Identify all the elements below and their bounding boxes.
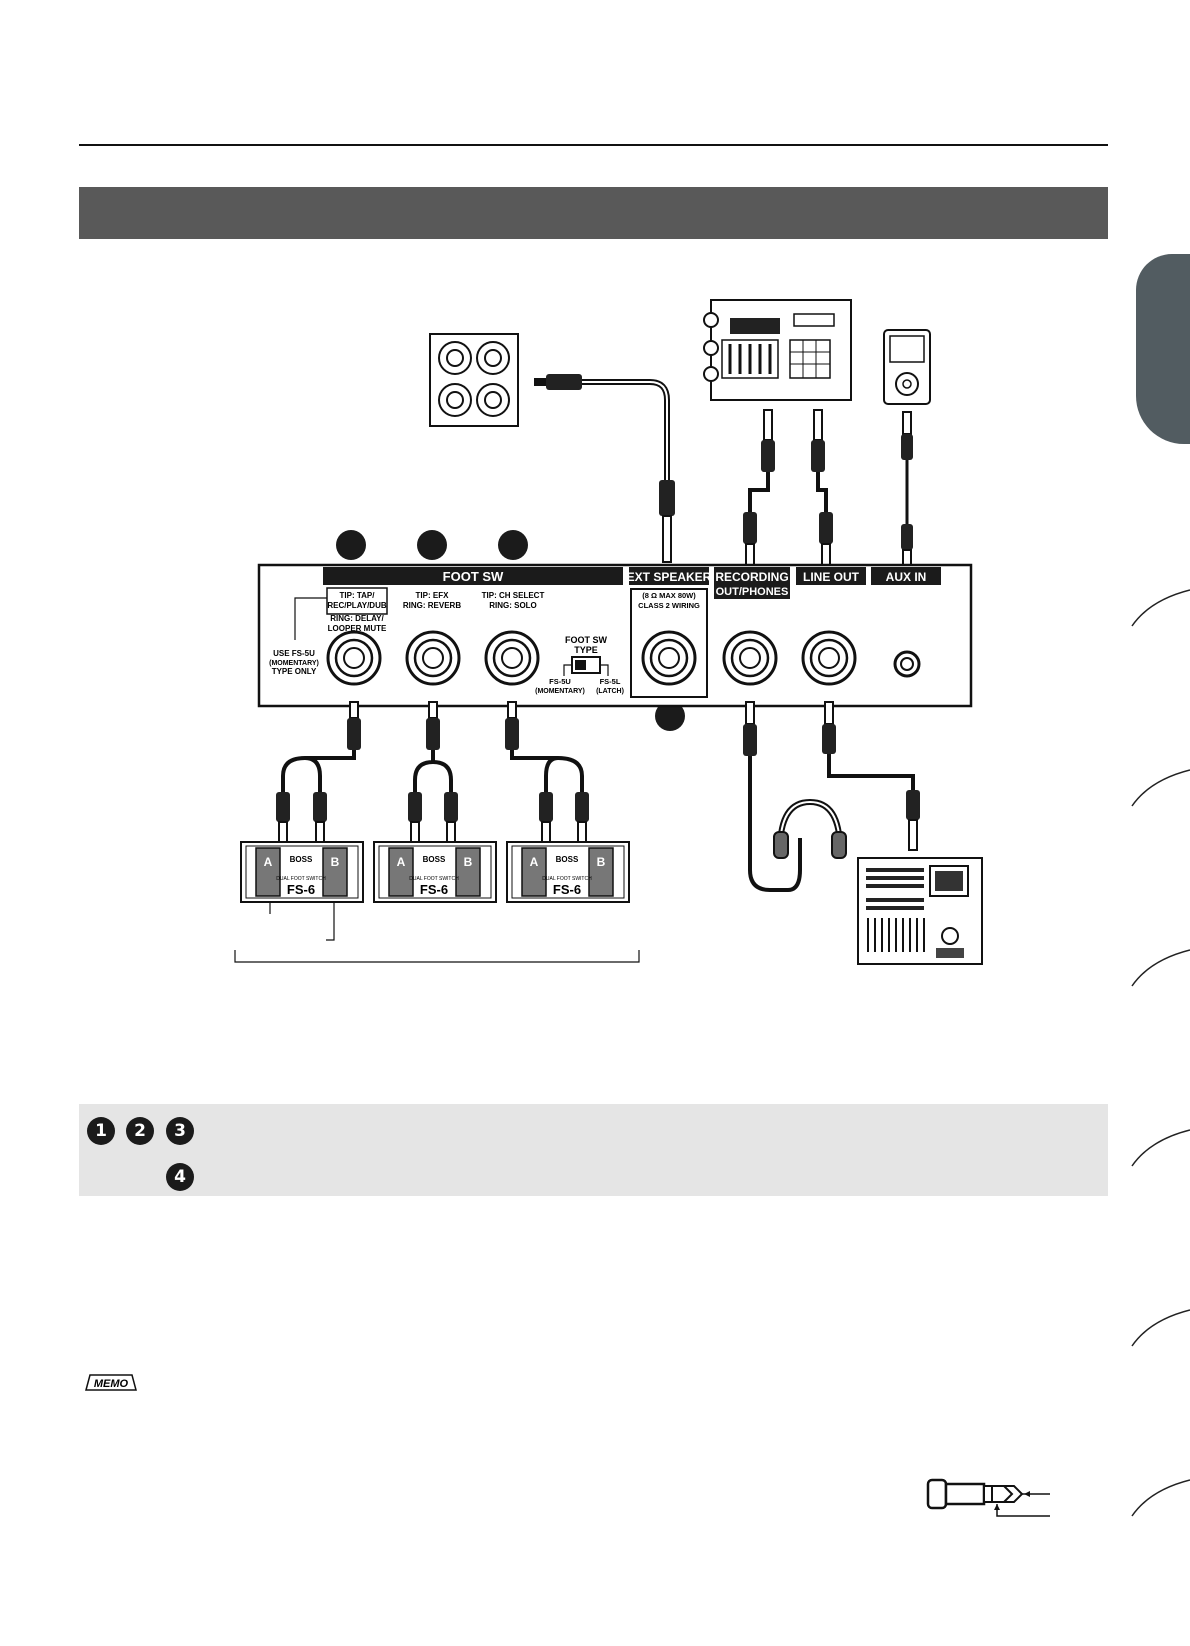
footswitch-cables xyxy=(276,701,589,843)
label-foot-sw: FOOT SW xyxy=(443,569,504,584)
svg-text:RING: SOLO: RING: SOLO xyxy=(489,601,537,610)
note-badge-2: 2 xyxy=(126,1117,154,1145)
svg-text:RING: REVERB: RING: REVERB xyxy=(403,601,461,610)
svg-text:FS-5L: FS-5L xyxy=(600,677,621,686)
svg-text:TIP: CH SELECT: TIP: CH SELECT xyxy=(482,591,545,600)
svg-text:B: B xyxy=(464,855,473,869)
svg-text:RING: DELAY/: RING: DELAY/ xyxy=(330,614,384,623)
label-ext-speaker: EXT SPEAKER xyxy=(627,570,712,584)
callout-1 xyxy=(336,530,366,560)
fs6-pedal-3: A B BOSS DUAL FOOT SWITCH FS-6 xyxy=(506,841,630,903)
svg-text:B: B xyxy=(331,855,340,869)
svg-text:BOSS: BOSS xyxy=(290,855,313,864)
speaker-cable xyxy=(534,374,675,563)
headphones-icon xyxy=(773,798,847,859)
label-recording: RECORDING xyxy=(715,570,788,584)
fs6-pedal-1: A B BOSS DUAL FOOT SWITCH FS-6 xyxy=(240,841,364,903)
svg-text:TYPE: TYPE xyxy=(574,645,598,655)
callout-5 xyxy=(655,701,685,731)
chapter-side-tab[interactable] xyxy=(1136,254,1190,444)
header-rule xyxy=(79,144,1108,146)
speaker-cabinet-icon xyxy=(429,333,519,427)
note-badge-3: 3 xyxy=(166,1117,194,1145)
svg-text:A: A xyxy=(397,855,406,869)
svg-text:DUAL FOOT SWITCH: DUAL FOOT SWITCH xyxy=(542,876,592,882)
svg-text:TIP: TAP/: TIP: TAP/ xyxy=(340,591,376,600)
label-aux-in: AUX IN xyxy=(886,570,927,584)
svg-text:TYPE ONLY: TYPE ONLY xyxy=(272,667,317,676)
svg-text:(MOMENTARY): (MOMENTARY) xyxy=(535,688,585,695)
line-out-cable xyxy=(822,701,920,851)
mixer-device-icon xyxy=(857,857,983,965)
svg-text:FOOT SW: FOOT SW xyxy=(565,635,607,645)
memo-label: MEMO xyxy=(94,1378,129,1390)
svg-text:TIP: EFX: TIP: EFX xyxy=(416,591,450,600)
svg-text:FS-6: FS-6 xyxy=(553,882,581,897)
recorder-cables xyxy=(743,409,833,569)
pedal-bracket xyxy=(234,950,640,963)
svg-text:DUAL FOOT SWITCH: DUAL FOOT SWITCH xyxy=(276,876,326,882)
callout-3 xyxy=(498,530,528,560)
connection-diagram: FOOT SW EXT SPEAKER RECORDING OUT/PHONES… xyxy=(234,299,983,965)
section-title-bar xyxy=(79,187,1108,239)
svg-text:USE FS-5U: USE FS-5U xyxy=(273,649,315,658)
recorder-device-icon xyxy=(703,299,852,401)
fs6-pedal-2: A B BOSS DUAL FOOT SWITCH FS-6 xyxy=(373,841,497,903)
label-line-out: LINE OUT xyxy=(803,570,860,584)
svg-text:FS-6: FS-6 xyxy=(287,882,315,897)
note-badge-4: 4 xyxy=(166,1163,194,1191)
svg-text:CLASS 2 WIRING: CLASS 2 WIRING xyxy=(638,601,700,610)
svg-text:BOSS: BOSS xyxy=(556,855,579,864)
svg-text:(MOMENTARY): (MOMENTARY) xyxy=(269,660,319,667)
label-out-phones: OUT/PHONES xyxy=(716,586,789,598)
svg-text:LOOPER MUTE: LOOPER MUTE xyxy=(328,624,387,633)
svg-text:B: B xyxy=(597,855,606,869)
svg-text:FS-6: FS-6 xyxy=(420,882,448,897)
note-badge-1: 1 xyxy=(87,1117,115,1145)
svg-text:A: A xyxy=(264,855,273,869)
audio-player-icon xyxy=(883,329,931,569)
svg-text:FS-5U: FS-5U xyxy=(549,677,571,686)
notes-box xyxy=(79,1104,1108,1196)
svg-text:(8 Ω MAX 80W): (8 Ω MAX 80W) xyxy=(642,591,696,600)
svg-text:DUAL FOOT SWITCH: DUAL FOOT SWITCH xyxy=(409,876,459,882)
plug-diagram xyxy=(926,1478,1050,1517)
callout-2 xyxy=(417,530,447,560)
svg-text:A: A xyxy=(530,855,539,869)
memo-icon: MEMO xyxy=(85,1374,137,1391)
svg-text:(LATCH): (LATCH) xyxy=(596,688,624,695)
svg-text:REC/PLAY/DUB: REC/PLAY/DUB xyxy=(327,601,386,610)
headphones-cable xyxy=(743,701,802,892)
svg-text:BOSS: BOSS xyxy=(423,855,446,864)
chapter-index-arcs xyxy=(1131,589,1190,1517)
rear-panel: FOOT SW EXT SPEAKER RECORDING OUT/PHONES… xyxy=(257,563,973,708)
